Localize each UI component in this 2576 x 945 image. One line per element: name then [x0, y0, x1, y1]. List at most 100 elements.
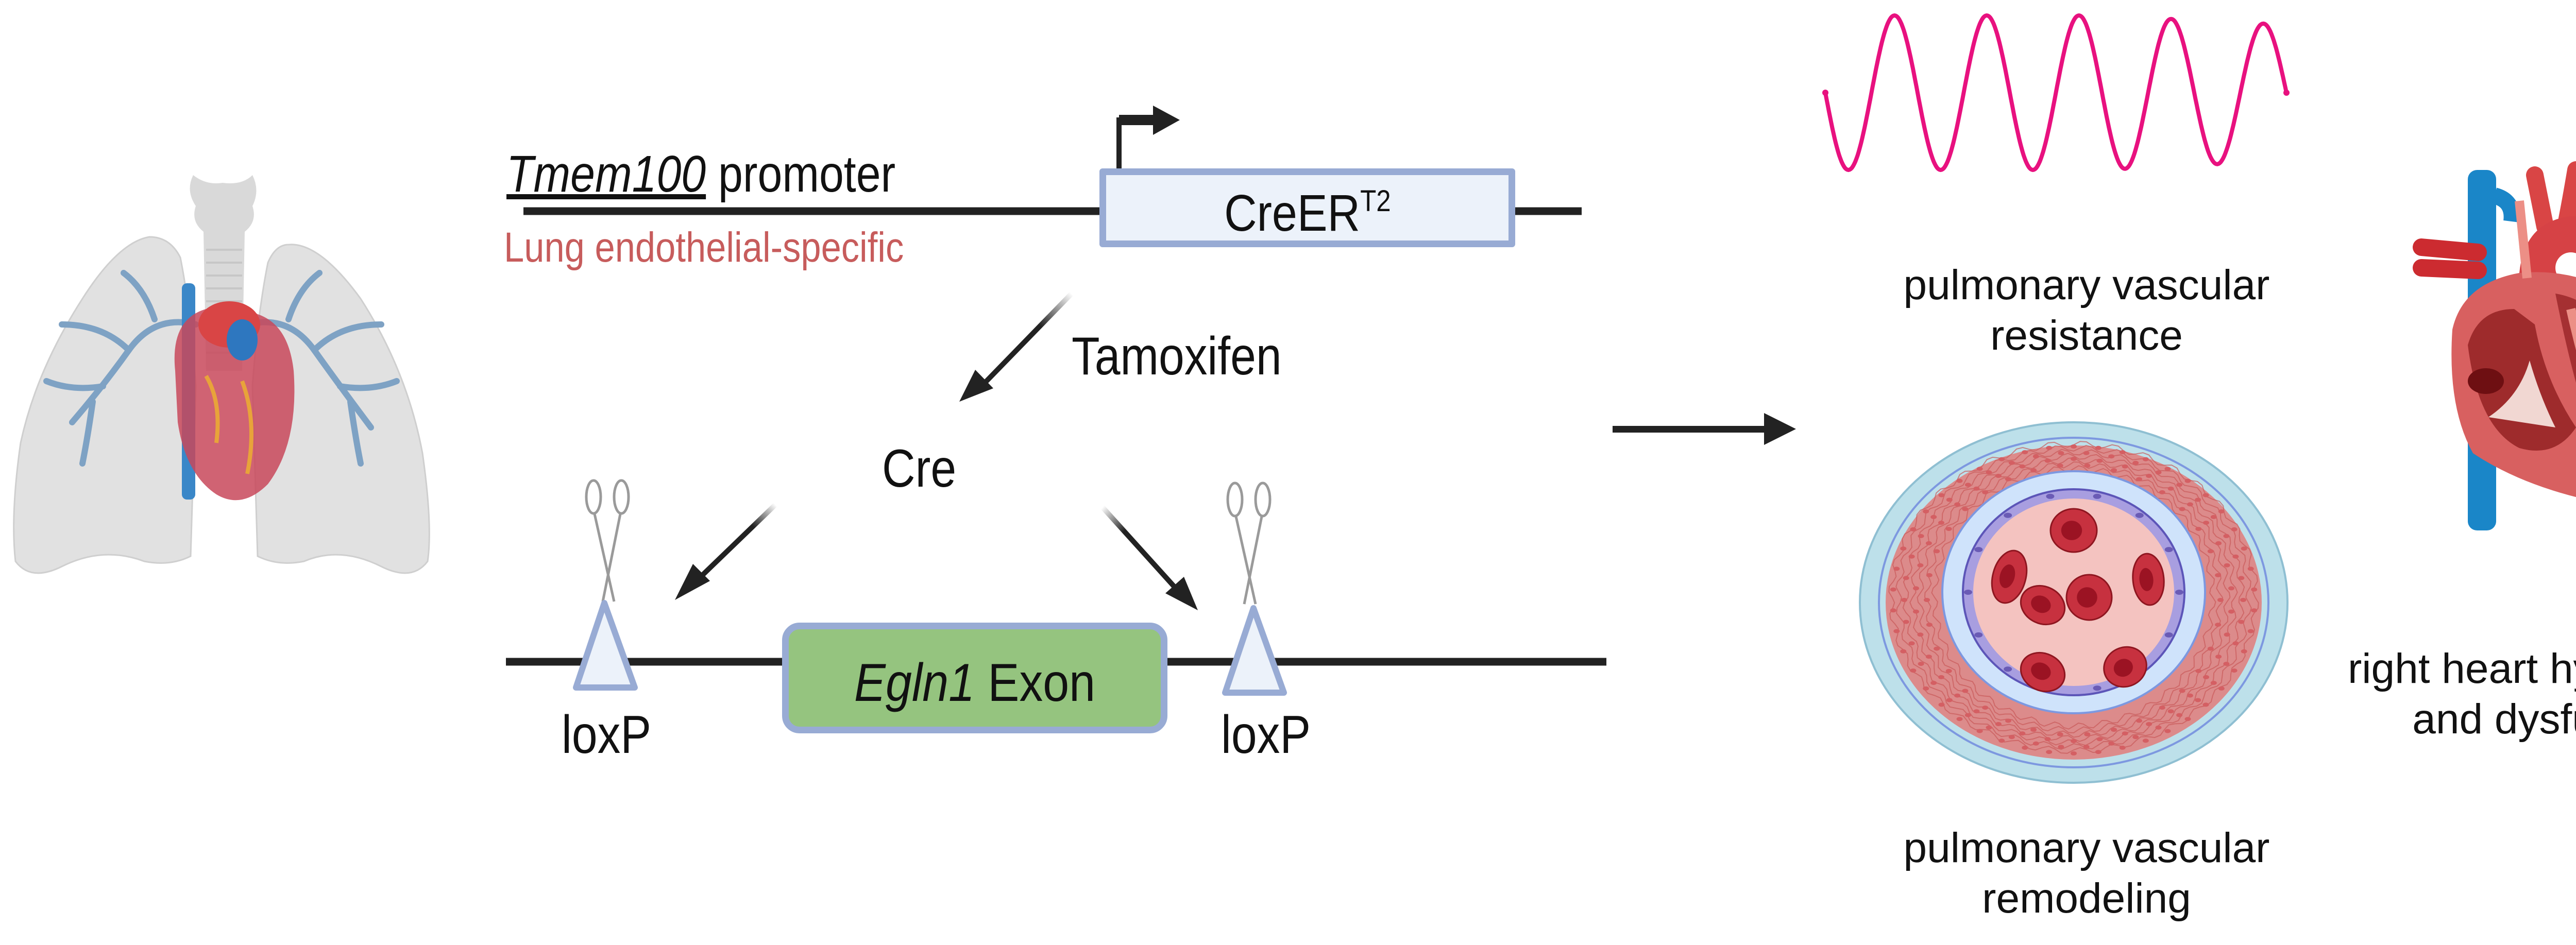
smooth-muscle-nucleus	[2136, 477, 2142, 482]
smooth-muscle-nucleus	[1910, 668, 1917, 673]
loxp-right-label: loxP	[1221, 708, 1325, 762]
smooth-muscle-nucleus	[1938, 493, 1945, 497]
smooth-muscle-nucleus	[2146, 722, 2153, 726]
scissors-icon	[1226, 482, 1272, 605]
creer-superscript: T2	[1360, 184, 1391, 218]
smooth-muscle-nucleus	[2251, 587, 2258, 592]
smooth-muscle-nucleus	[2203, 521, 2209, 525]
smooth-muscle-nucleus	[2111, 468, 2117, 472]
smooth-muscle-nucleus	[2207, 549, 2214, 554]
smooth-muscle-nucleus	[2108, 454, 2115, 459]
smooth-muscle-nucleus	[2032, 741, 2039, 746]
smooth-muscle-nucleus	[2215, 623, 2222, 627]
smooth-muscle-nucleus	[2184, 478, 2191, 483]
smooth-muscle-nucleus	[1934, 549, 1940, 554]
smooth-muscle-nucleus	[2224, 632, 2230, 637]
smooth-muscle-nucleus	[2083, 451, 2090, 455]
endothelial-nucleus	[2004, 512, 2012, 518]
smooth-muscle-nucleus	[2022, 450, 2028, 455]
smooth-muscle-nucleus	[2187, 502, 2193, 507]
smooth-muscle-nucleus	[2046, 445, 2053, 450]
smooth-muscle-fiber	[1924, 461, 2223, 734]
outcome-resistance-label: pulmonary vascular resistance	[1829, 260, 2344, 362]
exon-gene-name: Egln1	[854, 653, 975, 713]
smooth-muscle-nucleus	[2218, 509, 2225, 514]
smooth-muscle-nucleus	[2207, 646, 2214, 651]
smooth-muscle-nucleus	[2238, 620, 2245, 624]
smooth-muscle-nucleus	[2164, 729, 2171, 733]
smooth-muscle-nucleus	[1986, 470, 1992, 475]
smooth-muscle-nucleus	[2044, 737, 2051, 742]
smooth-muscle-nucleus	[2046, 750, 2053, 754]
smooth-muscle-nucleus	[1924, 598, 1930, 602]
smooth-muscle-nucleus	[1938, 675, 1944, 679]
smooth-muscle-nucleus	[2030, 468, 2037, 472]
smooth-muscle-nucleus	[1926, 573, 1933, 577]
smooth-muscle-nucleus	[2179, 507, 2185, 511]
smooth-muscle-nucleus	[1890, 587, 1896, 592]
smooth-muscle-nucleus	[2108, 741, 2115, 746]
endothelial-nucleus	[2046, 493, 2055, 499]
loxp-right-text: loxP	[1221, 705, 1311, 765]
loxp-left-triangle-icon	[573, 600, 638, 691]
outcome-resistance-line1: pulmonary vascular	[1903, 262, 2270, 308]
smooth-muscle-nucleus	[2030, 728, 2037, 732]
outcome-remodeling-line1: pulmonary vascular	[1903, 824, 2270, 871]
specificity-text: Lung endothelial-specific	[504, 224, 904, 271]
red-blood-cell-icon	[2020, 651, 2066, 693]
smooth-muscle-nucleus	[1917, 632, 1924, 637]
smooth-muscle-nucleus	[2218, 686, 2225, 691]
smooth-muscle-nucleus	[1923, 686, 1929, 691]
smooth-muscle-nucleus	[1982, 490, 1989, 494]
endothelial-nucleus	[2093, 685, 2102, 691]
arrow-to-right-loxp-icon	[1100, 505, 1198, 610]
smooth-muscle-nucleus	[2122, 464, 2128, 469]
smooth-muscle-nucleus	[2241, 649, 2247, 654]
smooth-muscle-nucleus	[1910, 527, 1917, 531]
promoter-gene-name: Tmem100	[506, 145, 706, 203]
scissors-icon	[585, 479, 630, 602]
heart-icon	[174, 283, 295, 501]
smooth-muscle-nucleus	[1923, 509, 1929, 514]
smooth-muscle-nucleus	[1926, 623, 1933, 627]
smooth-muscle-nucleus	[2019, 464, 2026, 469]
smooth-muscle-nucleus	[1998, 738, 2005, 743]
smooth-muscle-nucleus	[2132, 460, 2139, 465]
smooth-muscle-nucleus	[2096, 737, 2103, 742]
smooth-muscle-nucleus	[2146, 474, 2153, 478]
endothelial-nucleus	[2004, 666, 2012, 672]
smooth-muscle-nucleus	[1945, 527, 1952, 531]
smooth-muscle-nucleus	[1913, 609, 1919, 614]
smooth-muscle-nucleus	[2247, 629, 2254, 633]
endothelial-nucleus	[2164, 632, 2173, 638]
smooth-muscle-nucleus	[2238, 576, 2245, 580]
smooth-muscle-nucleus	[1973, 486, 1980, 491]
smooth-muscle-nucleus	[1913, 586, 1919, 591]
smooth-muscle-nucleus	[2058, 745, 2064, 749]
smooth-muscle-nucleus	[2071, 444, 2077, 449]
smooth-muscle-nucleus	[2223, 662, 2230, 666]
smooth-muscle-nucleus	[2241, 546, 2247, 551]
smooth-muscle-nucleus	[2142, 457, 2149, 461]
loxp-left-label: loxP	[562, 708, 666, 762]
smooth-muscle-nucleus	[1893, 629, 1900, 633]
smooth-muscle-nucleus	[1945, 668, 1952, 673]
smooth-muscle-nucleus	[1995, 722, 2002, 726]
smooth-muscle-nucleus	[2122, 731, 2128, 736]
smooth-muscle-nucleus	[2224, 563, 2230, 568]
endothelial-nucleus	[2093, 493, 2102, 499]
smooth-muscle-nucleus	[2232, 554, 2239, 559]
smooth-muscle-nucleus	[2155, 725, 2162, 730]
smooth-muscle-nucleus	[1954, 502, 1961, 507]
smooth-muscle-nucleus	[2155, 470, 2162, 475]
smooth-muscle-nucleus	[2071, 739, 2077, 743]
smooth-muscle-fiber	[1909, 453, 2238, 742]
smooth-muscle-nucleus	[2231, 527, 2238, 531]
smooth-muscle-nucleus	[1893, 566, 1900, 571]
result-arrow-icon	[1613, 413, 1796, 445]
smooth-muscle-nucleus	[2210, 681, 2217, 685]
exon-box: Egln1 Exon	[782, 623, 1167, 733]
